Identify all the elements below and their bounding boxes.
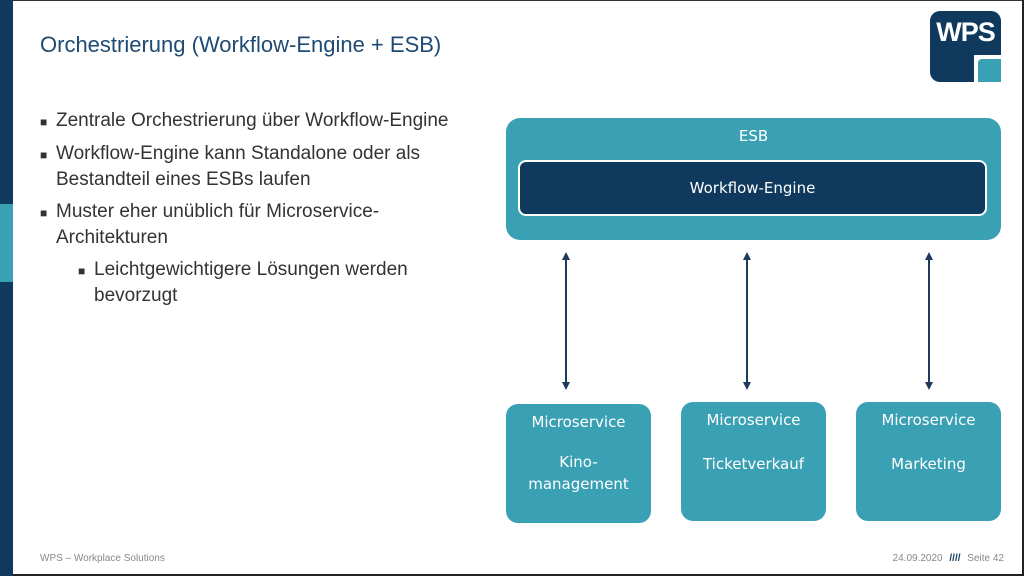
bullet-text: Leichtgewichtigere Lösungen werden bevor… — [94, 259, 408, 306]
microservice-title: Microservice — [531, 413, 626, 431]
bullet-list: ■ Zentrale Orchestrierung über Workflow-… — [40, 108, 510, 315]
square-bullet-icon: ■ — [40, 206, 48, 220]
bullet-text: Muster eher unüblich für Microservice-Ar… — [56, 201, 380, 248]
bullet-text: Zentrale Orchestrierung über Workflow-En… — [56, 110, 449, 131]
microservice-title: Microservice — [881, 411, 976, 429]
bullet-text: Workflow-Engine kann Standalone oder als… — [56, 143, 421, 190]
footer-page-info: 24.09.2020 //// Seite 42 — [893, 553, 1004, 564]
slide-title: Orchestrierung (Workflow-Engine + ESB) — [40, 32, 442, 57]
microservice-name: Kino-management — [528, 453, 629, 493]
square-bullet-icon: ■ — [40, 115, 48, 129]
bullet-item: ■ Workflow-Engine kann Standalone oder a… — [40, 141, 510, 193]
sub-bullet-item: ■ Leichtgewichtigere Lösungen werden bev… — [78, 257, 510, 309]
frame-top-line — [13, 0, 1024, 1]
microservice-ticketverkauf: Microservice Ticketverkauf — [681, 402, 826, 521]
logo-text: WPS — [936, 17, 996, 47]
workflow-engine-box: Workflow-Engine — [518, 160, 987, 216]
square-bullet-icon: ■ — [78, 264, 86, 278]
wps-logo: WPS — [930, 11, 1001, 82]
bullet-item: ■ Muster eher unüblich für Microservice-… — [40, 199, 510, 251]
microservice-name: Marketing — [891, 455, 966, 473]
footer-company: WPS – Workplace Solutions — [40, 553, 165, 564]
esb-label: ESB — [738, 127, 769, 145]
frame-right-line — [1022, 0, 1024, 576]
square-bullet-icon: ■ — [40, 148, 48, 162]
esb-box: ESB Workflow-Engine — [506, 118, 1001, 240]
left-accent-highlight — [0, 204, 13, 282]
left-accent-bar — [0, 0, 13, 576]
footer-separator: //// — [949, 553, 961, 564]
frame-bottom-line — [13, 574, 1024, 576]
workflow-engine-label: Workflow-Engine — [689, 179, 816, 197]
footer-date: 24.09.2020 — [892, 553, 943, 564]
microservice-title: Microservice — [706, 411, 801, 429]
bullet-item: ■ Zentrale Orchestrierung über Workflow-… — [40, 108, 510, 135]
microservice-kinomanagement: Microservice Kino-management — [506, 404, 651, 523]
footer-page-number: Seite 42 — [967, 553, 1004, 564]
microservice-name: Ticketverkauf — [702, 455, 805, 473]
microservice-marketing: Microservice Marketing — [856, 402, 1001, 521]
